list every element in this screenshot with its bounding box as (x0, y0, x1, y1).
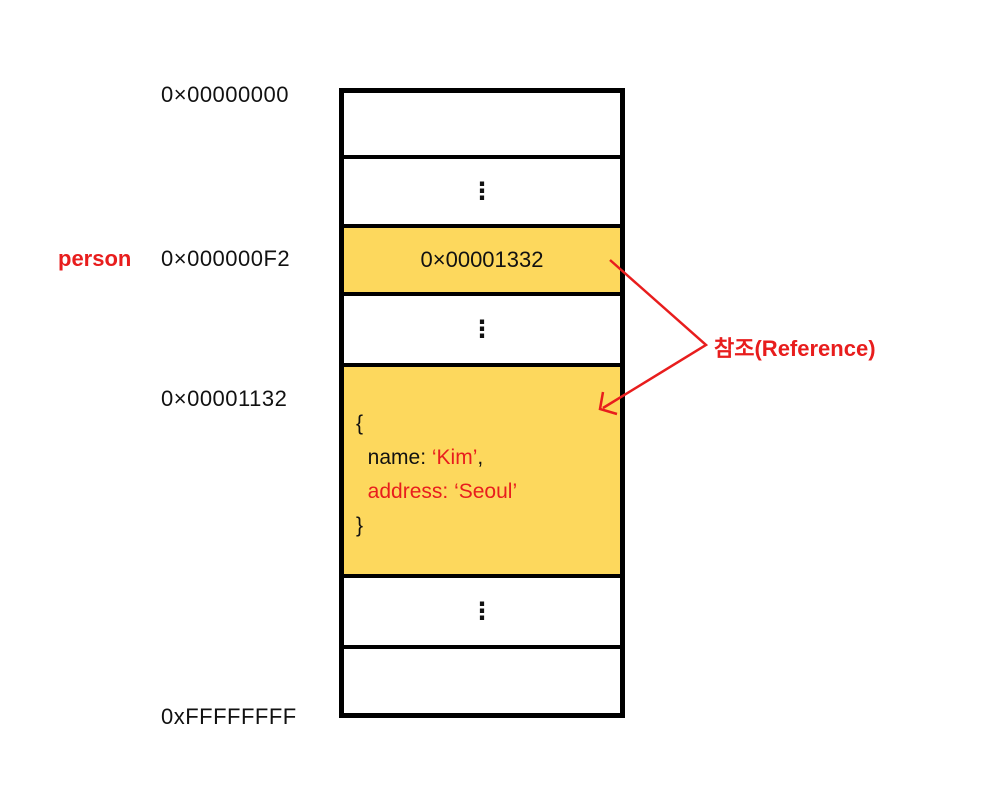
memory-cell-object: { name: ‘Kim’, address: ‘Seoul’ } (344, 367, 620, 574)
object-address-value: ‘Seoul’ (454, 480, 518, 503)
object-close-brace: } (356, 514, 364, 537)
ellipsis-icon: ⋮ (470, 597, 494, 625)
cell-divider (344, 155, 620, 159)
cell-divider (344, 645, 620, 649)
object-name-comma: , (477, 446, 484, 469)
address-object: 0×00001132 (161, 386, 288, 411)
memory-cell-empty (344, 649, 620, 713)
cell-divider (344, 292, 620, 296)
object-open-brace: { (356, 412, 364, 435)
object-name-value: ‘Kim’ (431, 446, 478, 469)
memory-cell-ellipsis: ⋮ (344, 296, 620, 363)
variable-label-person: person (58, 246, 132, 271)
address-start: 0×00000000 (161, 82, 289, 107)
memory-column: ⋮ 0×00001332 ⋮ { name: ‘Kim’, address: ‘… (339, 88, 625, 718)
ellipsis-icon: ⋮ (470, 315, 494, 343)
cell-divider (344, 363, 620, 367)
object-literal: { name: ‘Kim’, address: ‘Seoul’ } (356, 407, 517, 543)
memory-cell-person-value: 0×00001332 (344, 228, 620, 292)
person-reference-value: 0×00001332 (420, 247, 544, 272)
object-address-key: address: (367, 480, 455, 503)
memory-cell-ellipsis: ⋮ (344, 159, 620, 224)
object-name-key: name: (367, 446, 432, 469)
reference-label: 참조(Reference) (714, 336, 876, 361)
address-person: 0×000000F2 (161, 246, 291, 271)
address-end: 0xFFFFFFFF (161, 704, 297, 729)
ellipsis-icon: ⋮ (470, 177, 494, 205)
memory-cell-ellipsis: ⋮ (344, 578, 620, 645)
cell-divider (344, 574, 620, 578)
cell-divider (344, 224, 620, 228)
memory-cell-empty (344, 93, 620, 155)
